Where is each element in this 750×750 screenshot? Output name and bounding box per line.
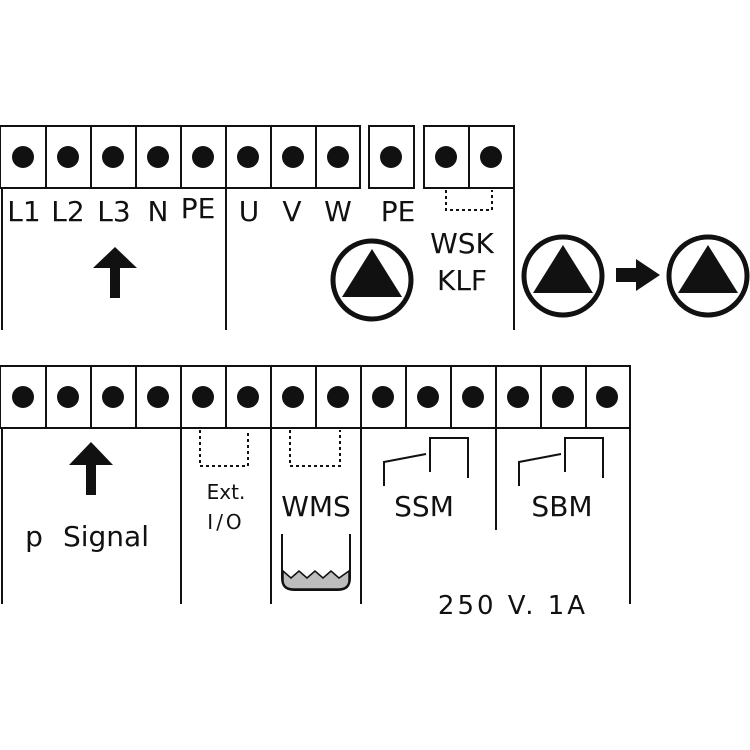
terminal-screw-icon — [596, 386, 618, 408]
terminal-screw-icon — [417, 386, 439, 408]
label-pe-power: PE — [181, 192, 216, 225]
label-n: N — [148, 195, 169, 228]
top-terminal-block: L1 L2 L3 N PE U V W PE WSK KLF — [0, 125, 747, 330]
terminal-screw-icon — [372, 386, 394, 408]
label-u: U — [239, 195, 260, 228]
label-io: I/O — [207, 510, 244, 534]
terminal-screw-icon — [237, 386, 259, 408]
terminal-screw-icon — [552, 386, 574, 408]
terminal-screw-icon — [435, 146, 457, 168]
terminal-screw-icon — [507, 386, 529, 408]
label-l2: L2 — [51, 195, 84, 228]
pump-icon — [333, 241, 411, 319]
label-klf: KLF — [437, 264, 487, 297]
terminal-screw-icon — [327, 146, 349, 168]
label-sbm: SBM — [531, 490, 592, 523]
label-ssm: SSM — [394, 490, 454, 523]
label-rating: 250 V. 1A — [438, 591, 588, 621]
arrow-right-icon — [616, 259, 660, 291]
label-v: V — [282, 195, 301, 228]
terminal-screw-icon — [237, 146, 259, 168]
terminal-screw-icon — [12, 386, 34, 408]
terminal-screw-icon — [147, 146, 169, 168]
terminal-screw-icon — [192, 146, 214, 168]
label-l3: L3 — [97, 195, 130, 228]
label-ext: Ext. — [207, 480, 246, 504]
arrow-up-icon — [93, 247, 137, 298]
label-p: p — [25, 520, 43, 553]
terminal-screw-icon — [192, 386, 214, 408]
pump-icon — [669, 237, 747, 315]
top-terminal-screws — [12, 146, 502, 168]
terminal-screw-icon — [12, 146, 34, 168]
relay-contact-icon — [518, 437, 604, 486]
bottom-terminal-block: p Signal Ext. I/O WMS SSM SBM 250 V. 1A — [0, 365, 631, 621]
label-w: W — [324, 195, 352, 228]
terminal-screw-icon — [327, 386, 349, 408]
label-wsk: WSK — [430, 227, 494, 260]
terminal-screw-icon — [380, 146, 402, 168]
terminal-screw-icon — [282, 146, 304, 168]
terminal-screw-icon — [282, 386, 304, 408]
label-signal: Signal — [63, 520, 149, 553]
pump-icon — [524, 237, 602, 315]
terminal-screw-icon — [57, 146, 79, 168]
terminal-screw-icon — [102, 386, 124, 408]
label-wms: WMS — [281, 490, 351, 523]
arrow-up-icon — [69, 442, 113, 495]
bottom-terminal-screws — [12, 386, 618, 408]
label-l1: L1 — [7, 195, 40, 228]
terminal-screw-icon — [57, 386, 79, 408]
terminal-screw-icon — [147, 386, 169, 408]
terminal-screw-icon — [462, 386, 484, 408]
terminal-screw-icon — [102, 146, 124, 168]
label-pe-motor: PE — [381, 195, 416, 228]
terminal-screw-icon — [480, 146, 502, 168]
relay-contact-icon — [383, 437, 469, 486]
level-sensor-icon — [281, 534, 351, 591]
